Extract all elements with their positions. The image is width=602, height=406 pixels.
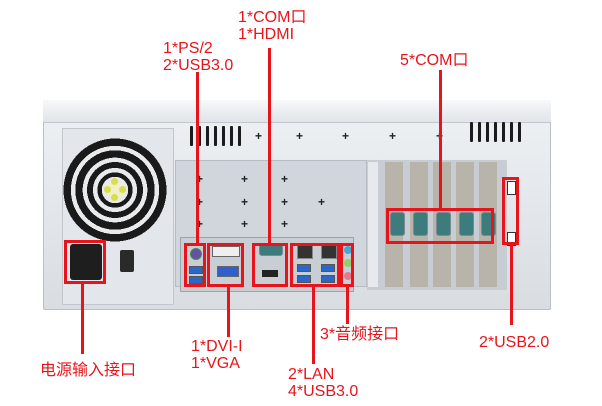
label-lan-usb: 2*LAN 4*USB3.0 bbox=[288, 366, 358, 400]
label-line: 5*COM口 bbox=[400, 52, 469, 69]
com-port bbox=[390, 212, 405, 236]
power-inlet-highlight bbox=[64, 240, 106, 284]
com-hdmi-highlight bbox=[252, 243, 288, 287]
vent-slots-left bbox=[190, 126, 241, 146]
usb3-port bbox=[189, 276, 203, 284]
label-power-input: 电源输入接口 bbox=[40, 362, 136, 379]
dvi-vga-highlight bbox=[207, 243, 244, 287]
label-audio: 3*音频接口 bbox=[320, 326, 399, 343]
label-com5: 5*COM口 bbox=[400, 52, 468, 69]
leader-line-com-hdmi bbox=[268, 48, 271, 243]
vga-port bbox=[217, 266, 239, 277]
slot-bracket bbox=[368, 162, 378, 287]
dvi-port bbox=[212, 246, 240, 257]
lan-usb-highlight bbox=[290, 243, 340, 287]
leader-line-com5 bbox=[439, 70, 442, 208]
label-line: 1*HDMI bbox=[238, 26, 295, 43]
ac-power-inlet bbox=[70, 244, 102, 280]
label-line: 3*音频接口 bbox=[320, 326, 400, 343]
knockout-plus-icon: + bbox=[255, 129, 263, 143]
psu-fan-grille bbox=[63, 138, 167, 242]
leader-line-ps2-usb bbox=[196, 72, 199, 243]
label-usb2: 2*USB2.0 bbox=[479, 334, 549, 351]
label-ps2-usb: 1*PS/2 2*USB3.0 bbox=[163, 40, 233, 74]
usb3-port bbox=[189, 266, 203, 274]
audio-line-in-jack bbox=[344, 246, 352, 254]
audio-highlight bbox=[340, 243, 354, 287]
usb3-port bbox=[297, 264, 311, 272]
label-line: 1*PS/2 bbox=[163, 40, 213, 57]
knockout-plus-icon: + bbox=[296, 129, 304, 143]
label-line: 4*USB3.0 bbox=[288, 383, 359, 400]
usb2-highlight bbox=[502, 177, 519, 245]
knockout-plus-icon: + bbox=[389, 129, 397, 143]
ps2-port bbox=[190, 248, 202, 260]
com5-highlight bbox=[386, 208, 494, 244]
label-com-hdmi: 1*COM口 1*HDMI bbox=[238, 9, 306, 43]
usb3-port bbox=[321, 275, 335, 283]
hdmi-port bbox=[262, 270, 278, 277]
knockout-plus-icon: + bbox=[342, 129, 350, 143]
label-line: 2*LAN bbox=[288, 366, 335, 383]
audio-line-out-jack bbox=[344, 259, 352, 267]
ps2-usb-highlight bbox=[184, 243, 206, 287]
label-line: 1*DVI-I bbox=[191, 338, 243, 355]
label-line: 电源输入接口 bbox=[40, 362, 137, 379]
chassis-top-rail bbox=[43, 100, 551, 123]
label-line: 2*USB2.0 bbox=[479, 334, 550, 351]
leader-line-usb2 bbox=[510, 245, 513, 325]
leader-line-power bbox=[81, 284, 84, 354]
label-line: 1*COM口 bbox=[238, 9, 307, 26]
leader-line-audio bbox=[346, 287, 349, 324]
power-switch bbox=[120, 250, 134, 272]
com-port bbox=[413, 212, 428, 236]
vent-slots-right bbox=[470, 122, 521, 142]
label-line: 2*USB3.0 bbox=[163, 57, 234, 74]
label-line: 1*VGA bbox=[191, 355, 240, 372]
com-port bbox=[459, 212, 474, 236]
leader-line-dvi-vga bbox=[227, 287, 230, 337]
com-port bbox=[436, 212, 451, 236]
usb3-port bbox=[321, 264, 335, 272]
leader-line-lan-usb bbox=[312, 287, 315, 364]
usb2-port bbox=[507, 181, 516, 195]
usb3-port bbox=[297, 275, 311, 283]
label-dvi-vga: 1*DVI-I 1*VGA bbox=[191, 338, 243, 372]
audio-mic-jack bbox=[344, 272, 352, 280]
